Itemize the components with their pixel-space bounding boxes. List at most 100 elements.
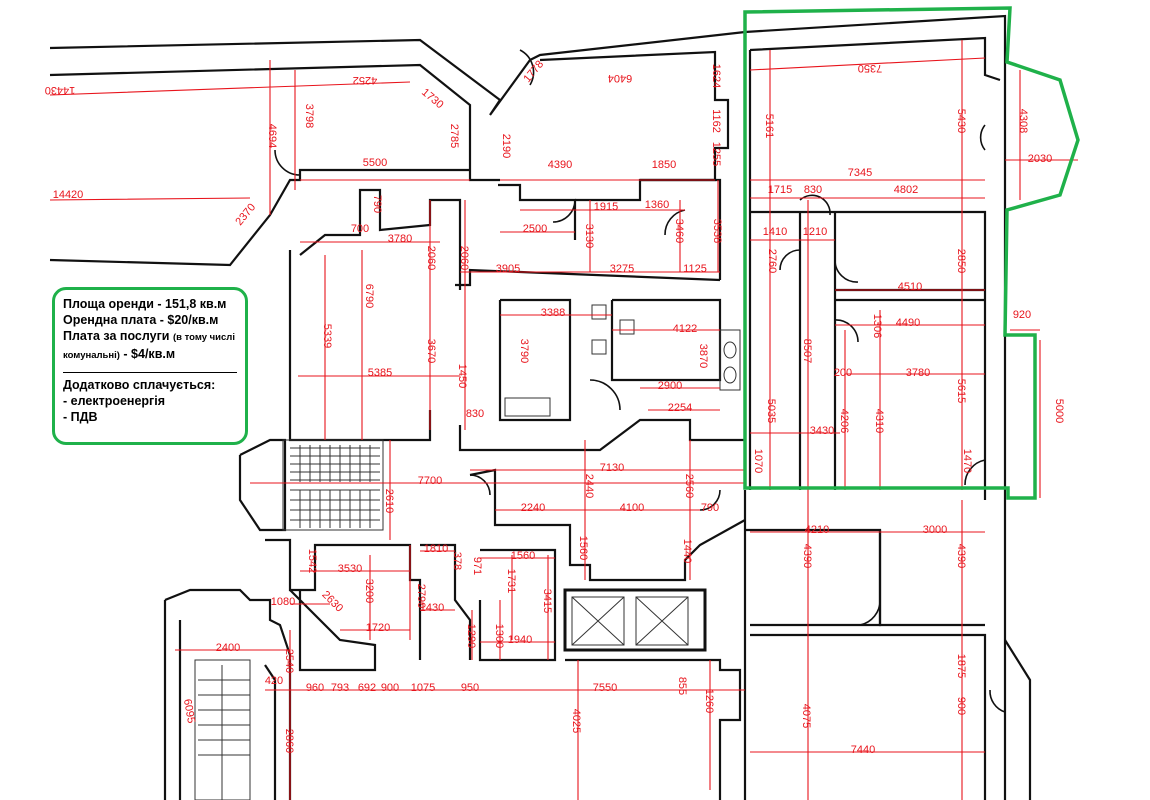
dimension-label: 3670 <box>425 339 437 363</box>
dimension-label: 4510 <box>898 281 922 293</box>
dimension-label: 7130 <box>600 462 624 474</box>
dimension-label: 692 <box>358 682 376 694</box>
dimension-label: 855 <box>676 677 688 695</box>
dimension-label: 3780 <box>388 233 412 245</box>
dimension-label: 1715 <box>768 184 792 196</box>
dimension-label: 7440 <box>851 744 875 756</box>
lease-area: Площа оренди - 151,8 кв.м <box>63 297 227 311</box>
dimension-label: 1542 <box>306 549 318 573</box>
dimension-label: 1731 <box>505 569 517 593</box>
dimension-label: 5000 <box>1053 399 1065 423</box>
dimension-label: 1210 <box>803 226 827 238</box>
dimension-label: 200 <box>834 367 852 379</box>
dimension-label: 900 <box>381 682 399 694</box>
extra-charge-electricity: - електроенергія <box>63 394 166 408</box>
dimension-label: 6095 <box>181 698 197 724</box>
dimension-label: 1070 <box>752 449 764 473</box>
dimension-label: 7350 <box>858 62 882 74</box>
dimension-label: 5161 <box>763 114 775 138</box>
dimension-label: 1560 <box>511 550 535 562</box>
dimension-label: 830 <box>804 184 822 196</box>
dimension-label: 971 <box>471 557 483 575</box>
dimension-label: 1470 <box>961 449 973 473</box>
dimension-label: 2900 <box>658 380 682 392</box>
dimension-label: 4694 <box>266 124 278 148</box>
dimension-label: 3798 <box>303 104 315 128</box>
dimension-label: 4252 <box>353 74 377 86</box>
dimension-label: 920 <box>1013 309 1031 321</box>
service-fee: Плата за послуги (в тому числі комунальн… <box>63 328 237 364</box>
dimension-label: 14430 <box>45 84 76 96</box>
dimension-label: 1440 <box>681 539 693 563</box>
dimension-label: 1450 <box>456 364 468 388</box>
dimension-label: 1410 <box>763 226 787 238</box>
service-fee-label: Плата за послуги <box>63 329 170 343</box>
dimension-label: 700 <box>351 223 369 235</box>
dimension-label: 7700 <box>418 475 442 487</box>
dimension-label: 4210 <box>805 524 829 536</box>
service-fee-note: (в тому числі комунальні) <box>63 332 235 361</box>
dimension-label: 1940 <box>508 634 532 646</box>
dimension-label: 14420 <box>53 189 84 201</box>
dimension-label: 790 <box>371 195 383 213</box>
dimension-label: 2370 <box>233 201 258 227</box>
dimension-label: 3780 <box>906 367 930 379</box>
dimension-label: 1778 <box>521 58 546 84</box>
dimension-label: 4025 <box>570 709 582 733</box>
dimension-label: 950 <box>461 682 479 694</box>
dimension-label: 5385 <box>368 367 392 379</box>
dimension-label: 1915 <box>594 201 618 213</box>
dimension-label: 2030 <box>1028 153 1052 165</box>
dimension-label: 3000 <box>923 524 947 536</box>
dimension-label: 6404 <box>608 72 632 84</box>
dimension-label: 1624 <box>710 64 722 88</box>
dimension-label: 1730 <box>419 86 445 111</box>
dimension-label: 3200 <box>363 579 375 603</box>
dimension-label: 1360 <box>645 199 669 211</box>
dimension-label: 3460 <box>673 219 685 243</box>
dimension-label: 2630 <box>319 589 345 615</box>
dimension-label: 2540 <box>283 649 295 673</box>
dimension-label: 5430 <box>955 109 967 133</box>
dimension-label: 4390 <box>801 544 813 568</box>
dimension-label: 7345 <box>848 167 872 179</box>
dimension-label: 2440 <box>583 474 595 498</box>
rent-price: Орендна плата - $20/кв.м <box>63 313 219 327</box>
dimension-lines <box>49 40 1078 800</box>
dimension-label: 4390 <box>548 159 572 171</box>
dimension-label: 3430 <box>810 425 834 437</box>
dimension-label: 2240 <box>521 502 545 514</box>
dimension-label: 2760 <box>766 249 778 273</box>
dimension-label: 1560 <box>577 536 589 560</box>
dimension-label: 1125 <box>683 263 707 275</box>
dimension-label: 3790 <box>518 339 530 363</box>
dimension-label: 3905 <box>496 263 520 275</box>
dimension-label: 4075 <box>800 704 812 728</box>
dimension-label: 6790 <box>363 284 375 308</box>
divider <box>63 372 237 373</box>
dimension-label: 1430 <box>420 602 444 614</box>
dimension-label: 790 <box>701 502 719 514</box>
dimension-label: 2400 <box>216 642 240 654</box>
dimension-label: 1810 <box>424 543 448 555</box>
dimension-label: 1260 <box>703 689 715 713</box>
dimension-label: 4802 <box>894 184 918 196</box>
dimension-label: 5615 <box>955 379 967 403</box>
dimension-label: 5035 <box>765 399 777 423</box>
leased-area-outline <box>743 6 1080 500</box>
dimension-label: 5339 <box>321 324 333 348</box>
dimension-label: 3130 <box>583 224 595 248</box>
dimension-label: 2190 <box>500 134 512 158</box>
dimension-label: 1290 <box>465 624 477 648</box>
dimension-label: 2610 <box>383 489 395 513</box>
extra-charges-title: Додатково сплачується: <box>63 378 216 392</box>
dimension-label: 2500 <box>523 223 547 235</box>
extra-charge-vat: - ПДВ <box>63 410 98 424</box>
sanitary-fixtures <box>504 304 741 417</box>
dimension-label: 2060 <box>458 246 470 270</box>
lease-info-box: Площа оренди - 151,8 кв.м Орендна плата … <box>52 287 248 445</box>
dimension-label: 2790 <box>415 584 427 608</box>
dimension-label: 2850 <box>955 249 967 273</box>
dimension-label: 2060 <box>425 246 437 270</box>
